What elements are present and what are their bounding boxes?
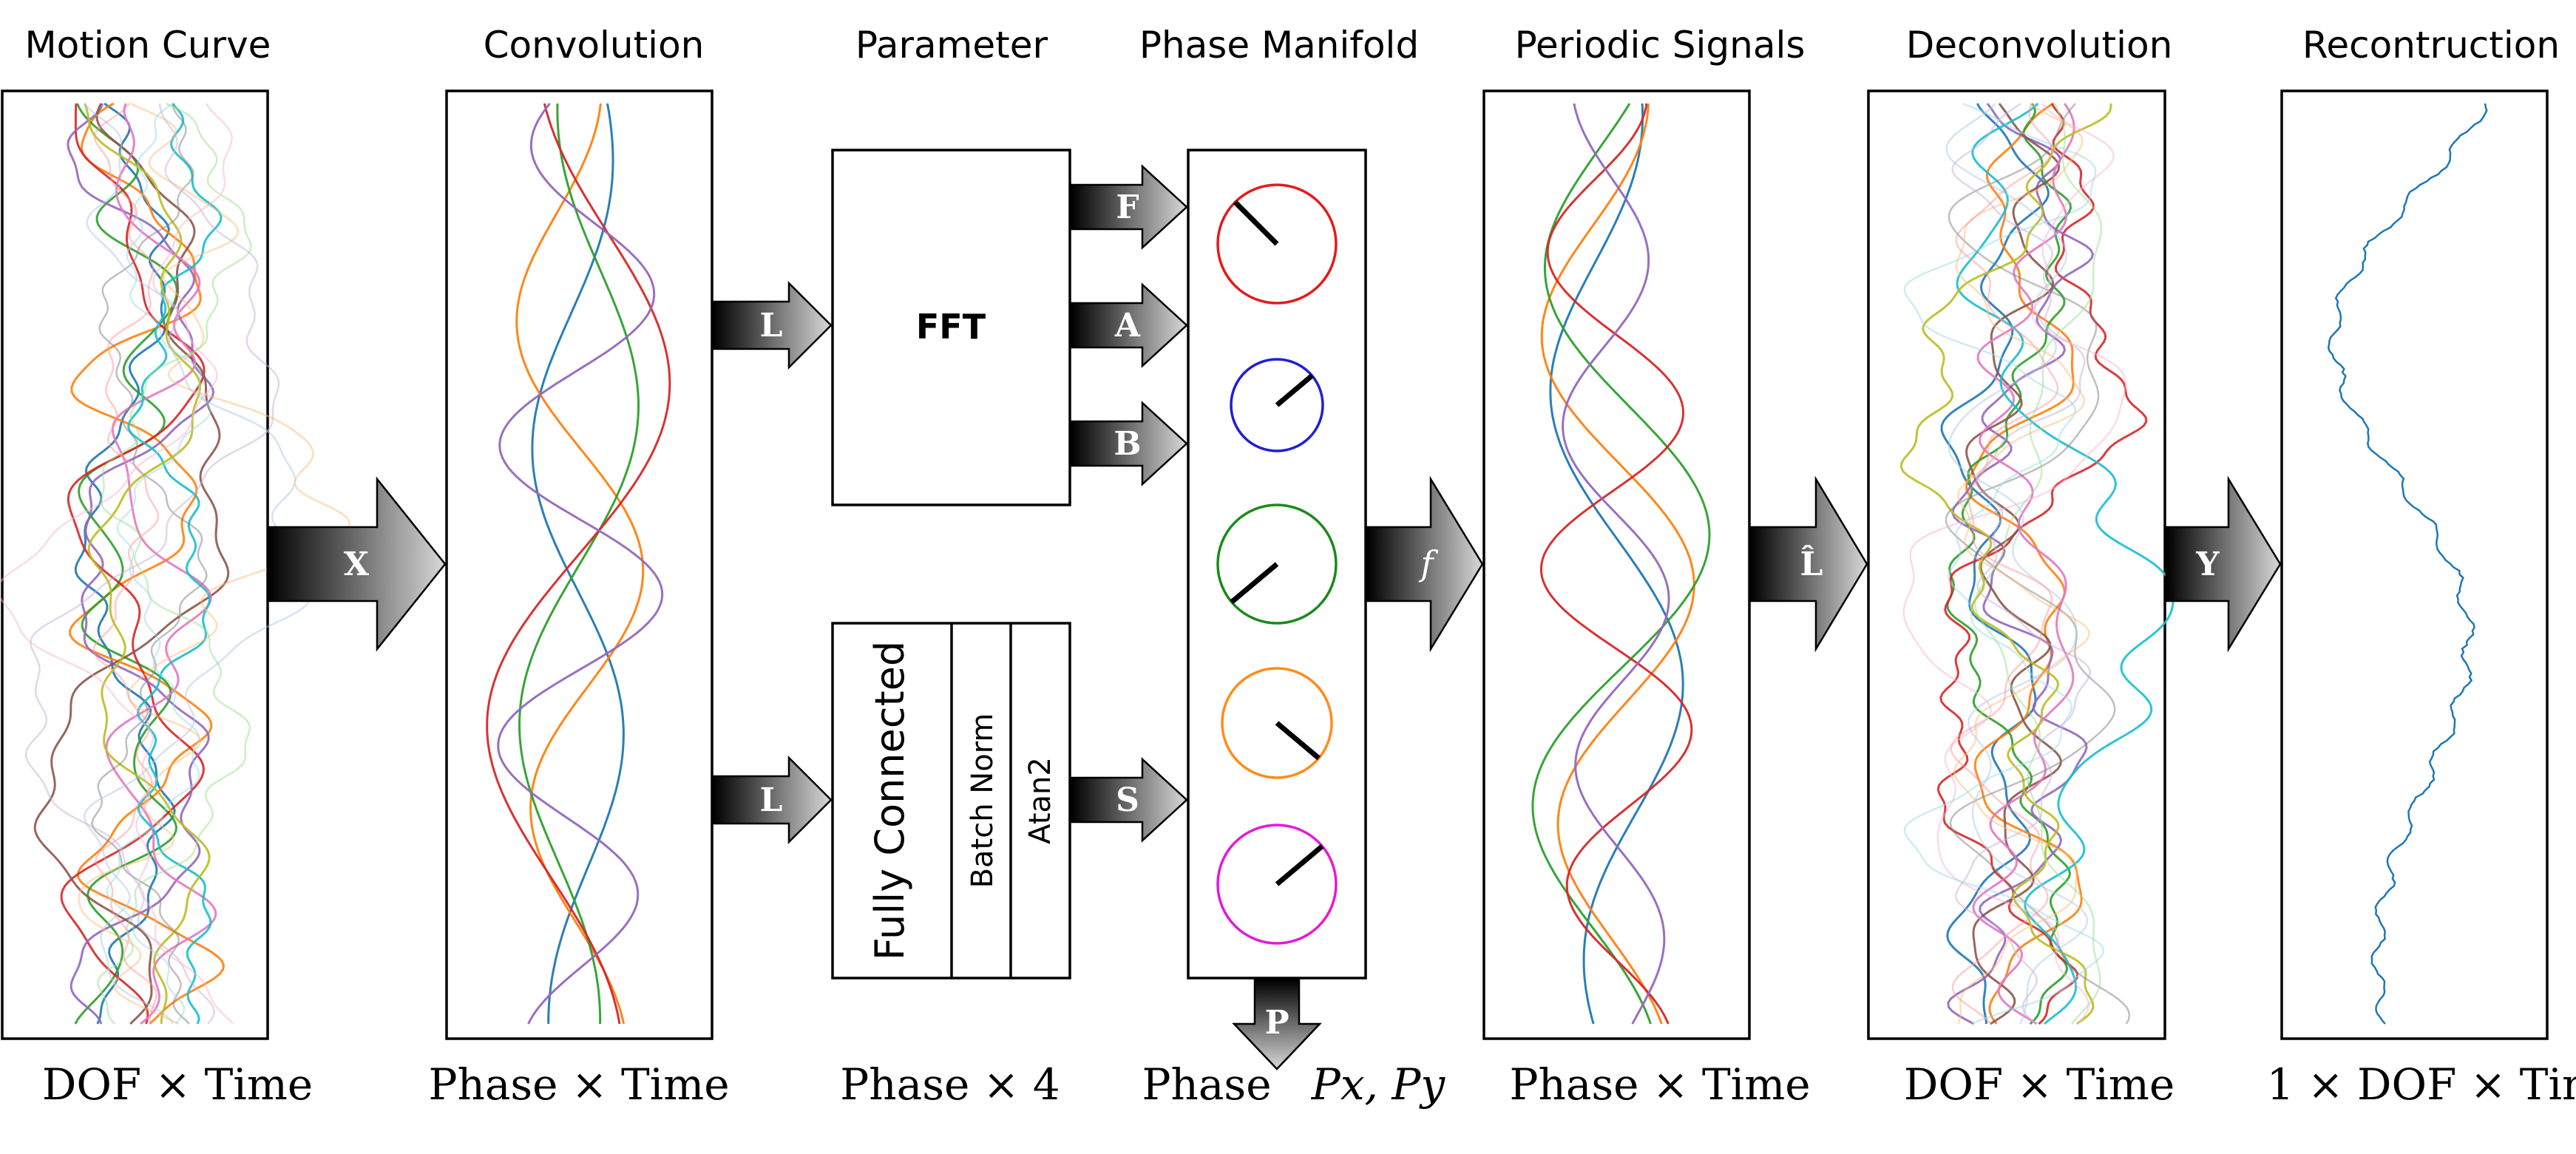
signal-curve: [33, 103, 230, 1025]
motion-curve-signals: [0, 102, 350, 1025]
title-parameter: Parameter: [855, 24, 1048, 67]
atan2-label: Atan2: [1023, 757, 1057, 844]
phase-circle: [1216, 503, 1338, 625]
arrow-x: X: [266, 476, 447, 652]
signal-curve: [1951, 102, 2092, 1025]
title-periodic-signals: Periodic Signals: [1515, 24, 1806, 67]
arrow-y-label: Y: [2195, 546, 2220, 583]
signal-curve: [1902, 103, 2127, 1025]
deconvolution-panel: [1867, 89, 2166, 1040]
arrow-l-top-label: L: [760, 307, 783, 344]
signal-curve: [127, 103, 223, 1025]
periodic-curve: [1562, 103, 1670, 1025]
signal-curve: [84, 103, 211, 1025]
arrow-x-label: X: [344, 546, 370, 583]
arrow-s-label: S: [1116, 781, 1139, 819]
periodic-curve: [497, 103, 664, 1025]
phase-needle: [1230, 562, 1279, 605]
reconstruction-curve: [2327, 103, 2488, 1025]
title-motion-curve: Motion Curve: [25, 24, 271, 67]
reconstruction-panel: [2280, 89, 2549, 1040]
dim-convolution: Phase × Time: [428, 1059, 729, 1110]
periodic-signals-curves: [1531, 103, 1711, 1025]
arrow-b: B: [1070, 401, 1188, 486]
fft-block: [831, 149, 1071, 506]
periodic-signals-panel: [1482, 89, 1751, 1040]
arrow-l-bottom: L: [712, 755, 833, 845]
arrow-l-bottom-label: L: [760, 781, 783, 819]
periodic-curve: [486, 103, 671, 1025]
signal-curve: [1945, 103, 2131, 1025]
title-convolution: Convolution: [484, 24, 705, 67]
signal-curve: [1950, 103, 2059, 1025]
dim-periodic-signals: Phase × Time: [1509, 1059, 1810, 1110]
dim-reconstruction: 1 × DOF × Time: [2267, 1059, 2576, 1110]
signal-curve: [1972, 103, 2075, 1025]
arrow-b-label: B: [1114, 425, 1141, 463]
phase-circle: [1216, 824, 1338, 945]
periodic-curve: [1549, 103, 1684, 1025]
signal-curve: [0, 103, 234, 1025]
batch-norm-label: Batch Norm: [966, 713, 1000, 889]
periodic-curve: [1539, 103, 1693, 1025]
reconstruction-signal: [2327, 103, 2488, 1025]
fully-connected-label: Fully Connected: [867, 641, 913, 960]
phase-needle: [1275, 844, 1324, 886]
arrow-f-label: F: [1116, 189, 1139, 226]
title-deconvolution: Deconvolution: [1906, 24, 2173, 67]
fft-label: FFT: [916, 307, 986, 347]
phase-needle: [1233, 200, 1279, 246]
phase-circle: [1221, 667, 1333, 779]
periodic-curve: [518, 103, 640, 1025]
signal-curve: [1903, 102, 2105, 1025]
periodic-curve: [1531, 103, 1711, 1025]
dim-parameter: Phase × 4: [840, 1059, 1060, 1110]
arrow-l-top: L: [712, 280, 833, 370]
arrow-l-hat-label: L̂: [1800, 544, 1823, 583]
signal-curve: [74, 102, 176, 1025]
phase-needle: [1275, 373, 1314, 407]
arrow-l-hat: L̂: [1749, 475, 1868, 653]
title-phase-manifold: Phase Manifold: [1139, 24, 1419, 67]
signal-curve: [97, 102, 252, 1025]
phase-circle: [1230, 358, 1324, 452]
signal-curve: [1899, 103, 2112, 1025]
signal-curve: [1936, 103, 2148, 1025]
signal-curve: [1946, 103, 2072, 1025]
signal-curve: [1953, 102, 2090, 1025]
arrow-f: F: [1070, 164, 1188, 250]
signal-curve: [106, 102, 211, 1025]
arrow-p: P: [1232, 978, 1322, 1070]
arrow-p-label: P: [1264, 1004, 1289, 1042]
phase-needle: [1275, 721, 1321, 761]
arrow-a-label: A: [1114, 307, 1141, 344]
signal-curve: [1945, 103, 2089, 1025]
signal-curve: [24, 103, 280, 1025]
dim-motion-curve: DOF × Time: [42, 1059, 313, 1110]
deconvolution-signals: [1899, 102, 2175, 1025]
phase-circle: [1216, 183, 1338, 305]
phase-circles: [1216, 183, 1338, 945]
arrow-a: A: [1070, 282, 1188, 368]
signal-curve: [91, 103, 208, 1025]
dim-phase: Phase: [1142, 1059, 1271, 1110]
signal-curve: [1956, 102, 2175, 1025]
dim-phase-extra: Px, Py: [1311, 1059, 1446, 1110]
arrow-s: S: [1070, 757, 1188, 843]
arrow-y: Y: [2165, 475, 2282, 653]
convolution-signals: [486, 103, 671, 1025]
arrow-f-italic: f: [1366, 475, 1484, 653]
title-reconstruction: Recontruction: [2302, 24, 2560, 67]
dim-deconvolution: DOF × Time: [1904, 1059, 2175, 1110]
